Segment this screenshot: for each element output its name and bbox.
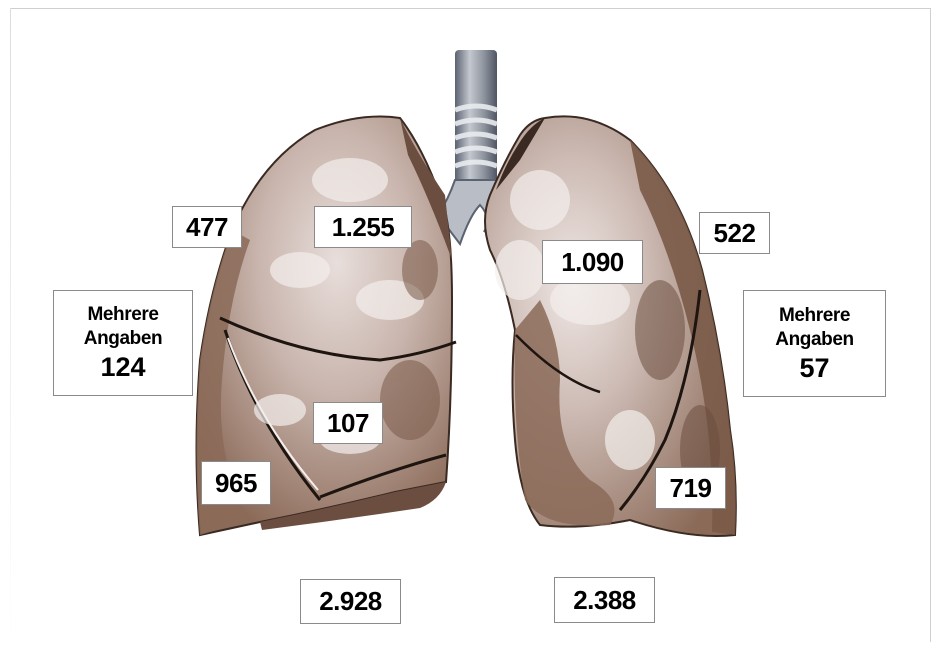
multiple-right-value: 124 [100,351,145,383]
label-upper-lobe-inner: 1.255 [314,206,412,248]
label-middle-lobe: 107 [313,402,383,444]
label-lower-lobe-right: 965 [201,461,271,505]
label-right-total: 2.928 [300,579,401,624]
label-left-total: 2.388 [554,577,655,623]
multiple-left-value: 57 [799,352,829,384]
label-multiple-left: Mehrere Angaben 57 [743,290,886,397]
multiple-left-caption: Mehrere Angaben [744,304,885,352]
label-lower-left: 719 [655,467,726,509]
label-upper-left-inner: 1.090 [542,240,643,284]
label-upper-left-outer: 522 [699,212,770,254]
label-multiple-right: Mehrere Angaben 124 [53,290,193,396]
label-upper-lobe-outer: 477 [172,206,242,248]
multiple-right-caption: Mehrere Angaben [54,303,192,351]
